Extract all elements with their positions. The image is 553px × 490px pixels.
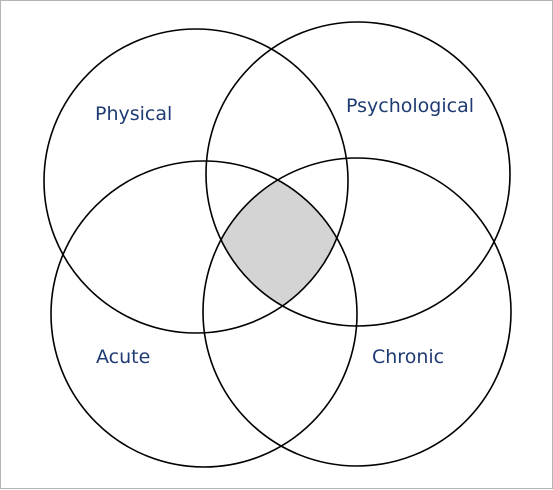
psychological-circle bbox=[205, 21, 511, 327]
chronic-circle bbox=[202, 157, 512, 467]
physical-label: Physical bbox=[95, 103, 173, 125]
psychological-label: Psychological bbox=[346, 95, 474, 117]
physical-circle bbox=[43, 28, 349, 334]
chronic-label: Chronic bbox=[372, 346, 445, 368]
acute-label: Acute bbox=[96, 346, 151, 368]
acute-circle bbox=[50, 160, 358, 468]
